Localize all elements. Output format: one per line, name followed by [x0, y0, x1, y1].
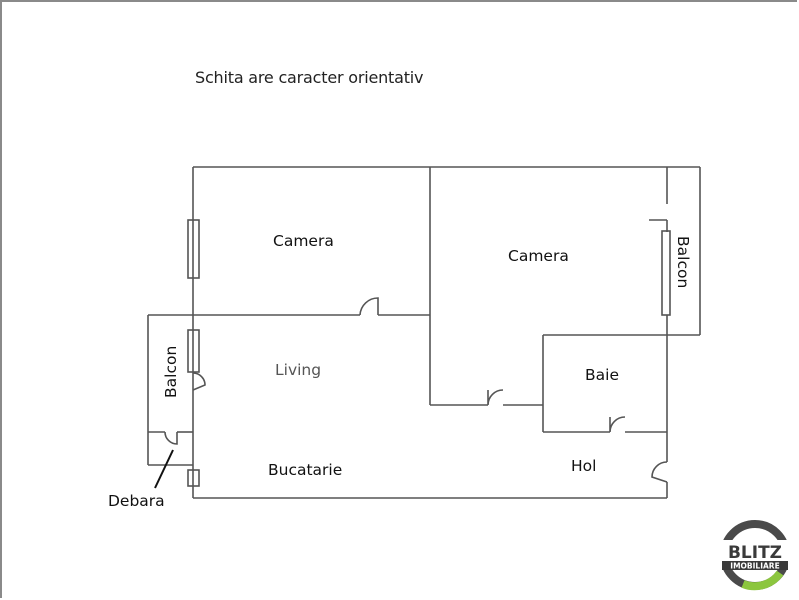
room-label-balcon-right: Balcon	[674, 236, 692, 289]
debara-pointer	[154, 449, 174, 489]
logo-text-imobiliare: IMOBILIARE	[730, 562, 779, 571]
room-label-debara: Debara	[108, 492, 165, 510]
walls	[147, 166, 701, 499]
blitz-logo: BLITZ IMOBILIARE	[720, 520, 790, 591]
room-label-living: Living	[275, 361, 322, 379]
room-label-camera-left: Camera	[273, 232, 334, 250]
room-label-hol: Hol	[571, 457, 597, 475]
logo-text-blitz: BLITZ	[728, 543, 782, 563]
plan-caption: Schita are caracter orientativ	[195, 68, 424, 87]
room-label-baie: Baie	[585, 366, 619, 384]
doors	[164, 297, 668, 483]
room-label-camera-right: Camera	[508, 247, 569, 265]
room-label-balcon-left: Balcon	[162, 345, 180, 398]
room-label-bucatarie: Bucatarie	[268, 461, 343, 479]
windows	[187, 219, 671, 487]
